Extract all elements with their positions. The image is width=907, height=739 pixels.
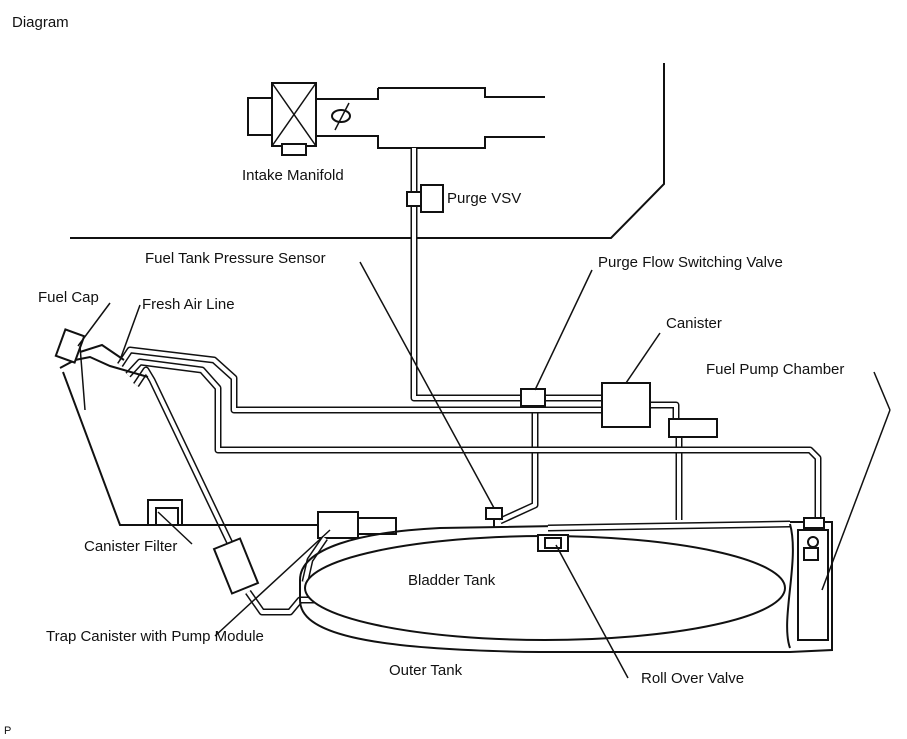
label-fuel-pump-chamber: Fuel Pump Chamber bbox=[706, 361, 844, 378]
label-intake-manifold: Intake Manifold bbox=[242, 167, 344, 184]
label-purge-vsv: Purge VSV bbox=[447, 190, 521, 207]
label-canister-filter: Canister Filter bbox=[84, 538, 177, 555]
purge-line bbox=[410, 148, 524, 402]
label-roll-over-valve: Roll Over Valve bbox=[641, 670, 744, 687]
fresh-air-lines bbox=[117, 346, 822, 562]
roll-over-valve bbox=[537, 534, 569, 552]
footer-mark: P bbox=[4, 725, 11, 737]
label-canister: Canister bbox=[666, 315, 722, 332]
label-fresh-air-line: Fresh Air Line bbox=[142, 296, 235, 313]
label-purge-flow-switching-valve: Purge Flow Switching Valve bbox=[598, 254, 783, 271]
canister-filter bbox=[147, 499, 183, 526]
tank-vapor-line bbox=[547, 520, 791, 532]
label-outer-tank: Outer Tank bbox=[389, 662, 463, 679]
fuel-pump-chamber bbox=[786, 517, 829, 649]
intake-manifold bbox=[247, 82, 545, 156]
engine-compartment-outline bbox=[70, 63, 665, 239]
fuel-tank-pressure-sensor bbox=[485, 507, 503, 528]
outer-tank bbox=[299, 521, 833, 653]
leader-lines bbox=[77, 261, 891, 679]
label-fuel-cap: Fuel Cap bbox=[38, 289, 99, 306]
label-bladder-tank: Bladder Tank bbox=[408, 572, 496, 589]
canister bbox=[601, 382, 718, 438]
fuel-cap bbox=[54, 328, 86, 364]
purge-vsv bbox=[406, 184, 444, 213]
filler-neck bbox=[59, 343, 318, 526]
diagram-title: Diagram bbox=[12, 14, 69, 31]
canister-lines bbox=[498, 394, 683, 525]
label-trap-canister-with-pump-module: Trap Canister with Pump Module bbox=[46, 628, 264, 645]
label-fuel-tank-pressure-sensor: Fuel Tank Pressure Sensor bbox=[145, 250, 326, 267]
purge-flow-switching-valve bbox=[520, 388, 546, 407]
